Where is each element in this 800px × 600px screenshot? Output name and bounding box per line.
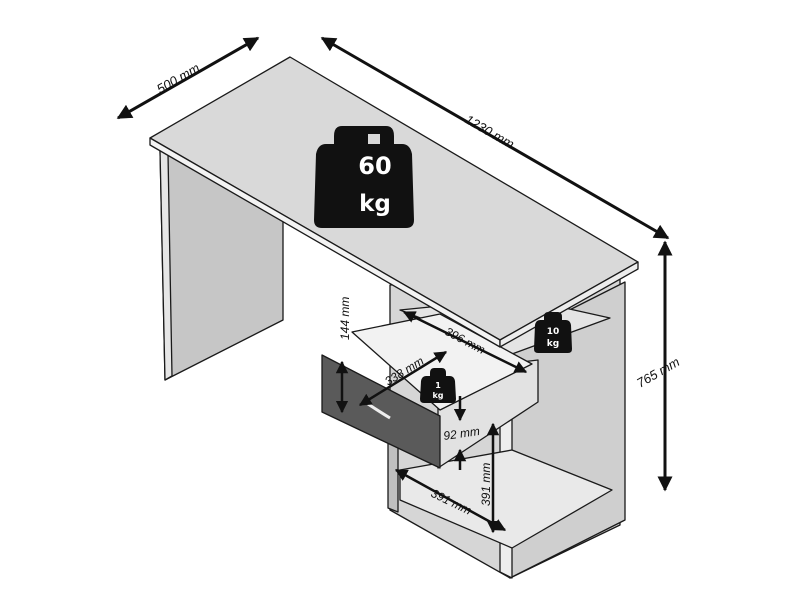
shelf-depth-arrow <box>402 310 528 374</box>
weight-icon <box>314 126 414 228</box>
cabinet-height-label: 391 mm <box>479 463 493 506</box>
cabinet-width-arrow <box>394 468 507 532</box>
shelf-load-value: 10 <box>547 327 560 337</box>
weight-icon <box>420 368 456 403</box>
drawer-load-value: 1 <box>435 381 441 390</box>
top-load-unit: kg <box>359 191 391 217</box>
dimension-arrows <box>116 36 673 534</box>
drawer-height-label: 144 mm <box>338 297 352 340</box>
depth-arrow <box>116 36 260 120</box>
drawer-inner-height-label: 92 mm <box>442 424 480 443</box>
weight-icon-shelf: 10 kg <box>534 312 572 353</box>
height-label: 765 mm <box>634 354 682 391</box>
width-arrow <box>320 36 670 240</box>
weight-icon <box>534 312 572 353</box>
width-label: 1230 mm <box>463 112 518 152</box>
top-load-value: 60 <box>358 152 391 180</box>
shelf-load-unit: kg <box>547 339 559 349</box>
drawer-depth-arrow <box>358 350 448 407</box>
drawer-load-unit: kg <box>432 391 443 400</box>
weight-icon-top: 60 kg <box>314 126 414 228</box>
desk-drawing <box>149 56 639 579</box>
depth-label: 500 mm <box>154 60 202 97</box>
weight-icon-drawer: 1 kg <box>420 368 456 403</box>
